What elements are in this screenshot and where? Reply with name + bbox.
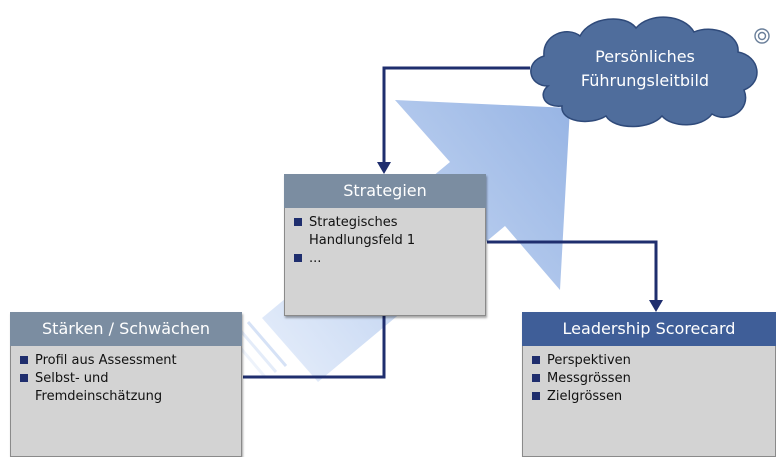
leadership-scorecard-box: Leadership Scorecard Perspektiven Messgr… [522, 312, 776, 457]
strengths-weaknesses-box: Stärken / Schwächen Profil aus Assessmen… [10, 312, 242, 457]
strengths-weaknesses-body: Profil aus Assessment Selbst- und Fremde… [10, 346, 242, 457]
spiral-icon [754, 28, 770, 44]
strengths-weaknesses-title: Stärken / Schwächen [10, 312, 242, 346]
cloud-label: Persönliches Führungsleitbild [560, 45, 730, 93]
list-item: Strategisches Handlungsfeld 1 [293, 214, 477, 250]
list-item: Selbst- und Fremdeinschätzung [19, 370, 233, 406]
list-item: Perspektiven [531, 352, 767, 370]
cloud-shape [530, 16, 758, 128]
list-item: ... [293, 250, 477, 268]
leadership-scorecard-body: Perspektiven Messgrössen Zielgrössen [522, 346, 776, 457]
cloud-label-line2: Führungsleitbild [580, 71, 710, 90]
list-item: Zielgrössen [531, 388, 767, 406]
list-item: Messgrössen [531, 370, 767, 388]
cloud-label-line1: Persönliches [595, 47, 695, 66]
strategies-body: Strategisches Handlungsfeld 1 ... [284, 208, 486, 316]
list-item: Profil aus Assessment [19, 352, 233, 370]
strategies-box: Strategien Strategisches Handlungsfeld 1… [284, 174, 486, 316]
scorecard-list: Perspektiven Messgrössen Zielgrössen [531, 352, 767, 406]
diagram: Persönliches Führungsleitbild Strategien… [10, 16, 776, 457]
strengths-list: Profil aus Assessment Selbst- und Fremde… [19, 352, 233, 406]
strategies-title: Strategien [284, 174, 486, 208]
connector-lines [243, 66, 658, 379]
leadership-scorecard-title: Leadership Scorecard [522, 312, 776, 346]
strategies-list: Strategisches Handlungsfeld 1 ... [293, 214, 477, 268]
